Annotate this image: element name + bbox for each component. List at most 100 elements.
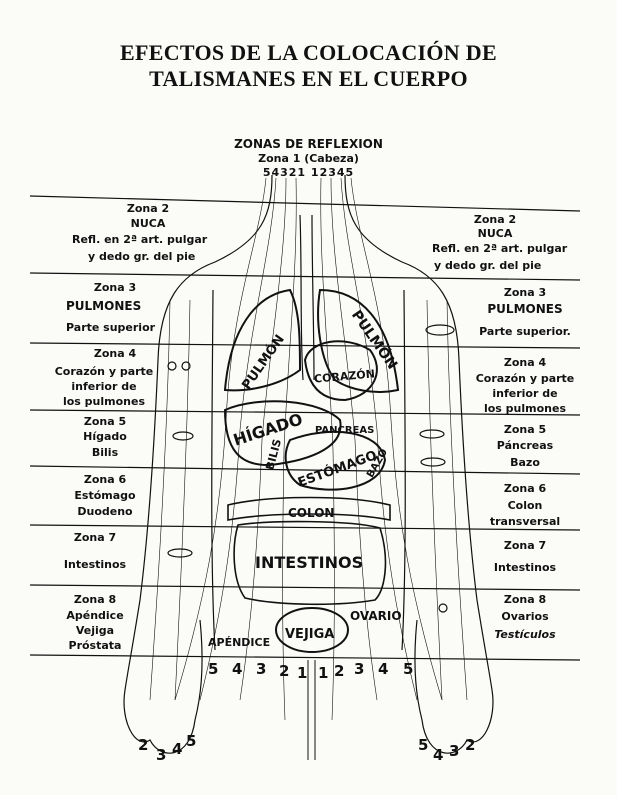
- right-zone7-line1: Intestinos: [493, 561, 557, 574]
- bottom-number: 5: [403, 660, 414, 678]
- left-zone3-name: PULMONES: [66, 299, 142, 313]
- right-zone3-title: Zona 3: [503, 286, 547, 299]
- right-zone3-name: PULMONES: [487, 302, 563, 316]
- body-outline-right: [344, 174, 494, 754]
- right-zone8-line1: Ovarios: [501, 610, 549, 623]
- liver: [223, 400, 342, 467]
- left-zone6-line1: Estómago: [74, 489, 136, 502]
- right-zone7-title: Zona 7: [503, 539, 547, 552]
- right-zone4-line3: los pulmones: [483, 402, 567, 415]
- left-zone3-title: Zona 3: [93, 281, 137, 294]
- right-zone2-line1: Refl. en 2ª art. pulgar: [432, 242, 568, 255]
- zone-line-7: [29, 584, 581, 591]
- bladder: [275, 607, 349, 653]
- zone-line-5: [29, 465, 581, 475]
- left-zone4-line1: Corazón y parte: [54, 365, 154, 378]
- bottom-number: 1: [318, 664, 329, 682]
- right-hand-number: 3: [449, 742, 460, 760]
- spine-2: [311, 214, 315, 381]
- left-hand-number: 2: [138, 736, 149, 754]
- right-zone6-line1: Colon: [507, 499, 543, 512]
- left-zone3-line1: Parte superior: [66, 321, 156, 334]
- marker-right-z8: [438, 603, 448, 613]
- right-zone2-line2: y dedo gr. del pie: [434, 259, 542, 272]
- bottom-number: 2: [279, 662, 290, 680]
- left-lung: [223, 288, 302, 392]
- stomach: [284, 430, 387, 491]
- intestines: [233, 520, 387, 606]
- spine: [299, 214, 304, 381]
- organ-pancreas: PANCREAS: [315, 425, 375, 436]
- zone-line-1: [29, 195, 581, 212]
- colon: [227, 496, 391, 521]
- right-hand-number: 4: [433, 746, 444, 764]
- right-zone6-line2: transversal: [489, 515, 561, 528]
- right-hand-number: 2: [465, 736, 476, 754]
- heart: [303, 340, 378, 402]
- title-line-2: TALISMANES EN EL CUERPO: [149, 66, 468, 91]
- right-zone4-line1: Corazón y parte: [475, 372, 575, 385]
- zone1-header: Zona 1 (Cabeza): [258, 152, 359, 165]
- title-line-1: EFECTOS DE LA COLOCACIÓN DE: [120, 40, 497, 65]
- right-zone4-title: Zona 4: [503, 356, 547, 369]
- left-zone2-line2: y dedo gr. del pie: [88, 250, 196, 263]
- left-zone5-title: Zona 5: [83, 415, 127, 428]
- left-hand-number: 3: [156, 746, 167, 764]
- left-zone4-line3: los pulmones: [62, 395, 146, 408]
- marker-left-z4b: [181, 361, 191, 371]
- left-zone8-title: Zona 8: [73, 593, 117, 606]
- bottom-number: 3: [256, 660, 267, 678]
- left-zone6-title: Zona 6: [83, 473, 127, 486]
- left-zone8-line2: Vejiga: [75, 624, 115, 637]
- torso-right-side: [401, 289, 406, 651]
- organ-appendix: APÉNDICE: [208, 636, 271, 649]
- head-zone-numbers: 54321 12345: [262, 166, 355, 179]
- right-lung: [317, 288, 400, 393]
- left-zone8-line3: Próstata: [68, 639, 122, 652]
- body-outline-left: [123, 174, 273, 754]
- left-zone2-name: NUCA: [130, 217, 166, 230]
- bottom-number: 2: [334, 662, 345, 680]
- zones-header: ZONAS DE REFLEXION: [234, 137, 383, 151]
- right-zone8-title: Zona 8: [503, 593, 547, 606]
- bottom-number: 1: [297, 664, 308, 682]
- right-zone5-line1: Páncreas: [496, 439, 554, 452]
- zone-line-6: [29, 524, 581, 531]
- bottom-number: 5: [208, 660, 219, 678]
- left-hand-number: 5: [186, 732, 197, 750]
- left-zone4-line2: inferior de: [71, 380, 137, 393]
- organ-colon: COLON: [288, 506, 335, 520]
- left-zone2-title: Zona 2: [126, 202, 170, 215]
- marker-left-z7: [167, 548, 193, 558]
- right-zone2-name: NUCA: [477, 227, 513, 240]
- right-zone5-title: Zona 5: [503, 423, 547, 436]
- left-hand-number: 4: [172, 740, 183, 758]
- marker-left-z4a: [167, 361, 177, 371]
- marker-right-z5: [419, 429, 445, 439]
- left-zone7-title: Zona 7: [73, 531, 117, 544]
- organ-intestines: INTESTINOS: [255, 553, 364, 572]
- left-zone5-line1: Hígado: [83, 430, 127, 443]
- torso-left-side: [211, 289, 216, 651]
- left-zone4-title: Zona 4: [93, 347, 137, 360]
- zone-line-4: [29, 409, 581, 416]
- left-zone5-line2: Bilis: [91, 446, 119, 459]
- bottom-number: 4: [232, 660, 243, 678]
- right-zone8-line2: Testículos: [494, 628, 556, 641]
- bottom-number: 4: [378, 660, 389, 678]
- zone-line-2: [29, 272, 581, 281]
- right-zone6-title: Zona 6: [503, 482, 547, 495]
- left-zone2-line1: Refl. en 2ª art. pulgar: [72, 233, 208, 246]
- marker-left-z5: [172, 431, 194, 441]
- right-zone4-line2: inferior de: [492, 387, 558, 400]
- right-zone5-line2: Bazo: [510, 456, 540, 469]
- right-zone2-title: Zona 2: [473, 213, 517, 226]
- organ-ovary: OVARIO: [350, 609, 402, 623]
- bottom-number: 3: [354, 660, 365, 678]
- zone-line-8: [29, 654, 581, 661]
- left-zone6-line2: Duodeno: [77, 505, 133, 518]
- right-zone3-line1: Parte superior.: [479, 325, 571, 338]
- zone-line-3: [29, 342, 581, 349]
- marker-right-bazo: [420, 457, 446, 467]
